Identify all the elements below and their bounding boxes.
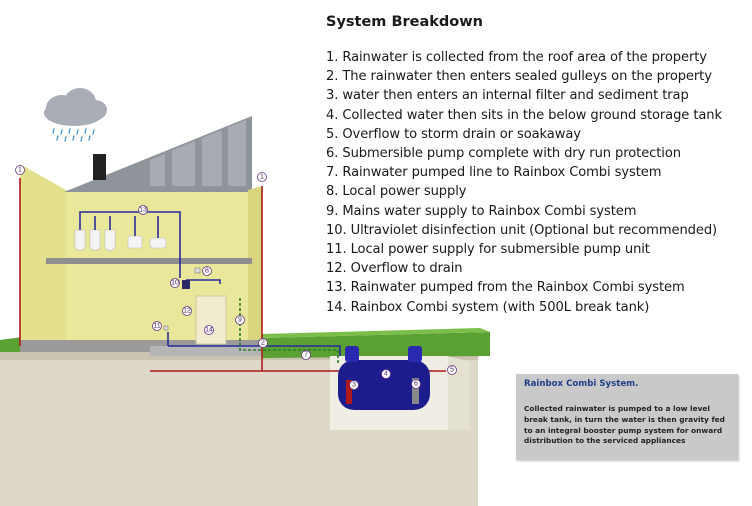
uv-unit (182, 280, 190, 289)
breakdown-item: 12. Overflow to drain (326, 259, 746, 278)
breakdown-item: 10. Ultraviolet disinfection unit (Optio… (326, 221, 746, 240)
callout-7: 7 (302, 351, 311, 360)
callout-1-left: 1 (16, 166, 25, 175)
breakdown-item: 1. Rainwater is collected from the roof … (326, 48, 746, 67)
roof-window-4 (228, 120, 246, 186)
breakdown-item: 4. Collected water then sits in the belo… (326, 106, 746, 125)
callout-label: 5 (450, 367, 454, 374)
callout-label: 4 (384, 371, 388, 378)
callout-14: 14 (205, 326, 214, 335)
info-box-body: Collected rainwater is pumped to a low l… (524, 404, 736, 447)
urinal-icon (75, 230, 115, 251)
callout-label: 8 (205, 268, 209, 275)
breakdown-item: 3. water then enters an internal filter … (326, 86, 746, 105)
breakdown-heading: System Breakdown (326, 14, 746, 30)
callout-9: 9 (236, 316, 245, 325)
rainbox-info-box: Rainbox Combi System. Collected rainwate… (516, 374, 738, 460)
system-breakdown: System Breakdown 1. Rainwater is collect… (326, 14, 746, 317)
callout-label: 2 (261, 340, 265, 347)
power-socket-small (164, 326, 168, 330)
callout-10: 10 (171, 279, 180, 288)
callout-label: 1 (260, 174, 264, 181)
breakdown-item: 11. Local power supply for submersible p… (326, 240, 746, 259)
callout-6: 6 (412, 380, 421, 389)
roof-window-3 (202, 130, 222, 186)
callout-label: 9 (238, 317, 242, 324)
callout-13: 13 (139, 206, 148, 215)
rainbox-combi-unit (196, 296, 226, 344)
callout-label: 3 (352, 382, 356, 389)
callout-5: 5 (448, 366, 457, 375)
house-left-wall (20, 164, 66, 346)
breakdown-item: 8. Local power supply (326, 182, 746, 201)
breakdown-item: 7. Rainwater pumped line to Rainbox Comb… (326, 163, 746, 182)
breakdown-item: 2. The rainwater then enters sealed gull… (326, 67, 746, 86)
callout-11: 11 (153, 322, 162, 331)
ground-floor-step (150, 346, 262, 356)
callout-label: 14 (205, 327, 213, 334)
callout-label: 10 (171, 280, 179, 287)
callout-label: 11 (153, 323, 160, 330)
callout-label: 1 (18, 167, 22, 174)
chimney-icon (93, 154, 106, 180)
callout-2: 2 (259, 339, 268, 348)
rain-cloud-icon (44, 88, 107, 141)
callout-3: 3 (350, 381, 359, 390)
power-socket (195, 268, 200, 273)
callout-12: 12 (183, 307, 192, 316)
breakdown-list: 1. Rainwater is collected from the roof … (326, 48, 746, 317)
callout-label: 13 (139, 207, 147, 214)
callout-8: 8 (203, 267, 212, 276)
breakdown-item: 14. Rainbox Combi system (with 500L brea… (326, 298, 746, 317)
upper-floor (46, 258, 252, 264)
breakdown-item: 13. Rainwater pumped from the Rainbox Co… (326, 278, 746, 297)
callout-label: 7 (304, 352, 308, 359)
callout-label: 12 (183, 308, 191, 315)
house-right-wall (248, 186, 262, 346)
breakdown-item: 6. Submersible pump complete with dry ru… (326, 144, 746, 163)
callout-4: 4 (382, 370, 391, 379)
breakdown-item: 9. Mains water supply to Rainbox Combi s… (326, 202, 746, 221)
callout-label: 6 (414, 381, 418, 388)
callout-1-right: 1 (258, 173, 267, 182)
info-box-title: Rainbox Combi System. (524, 379, 638, 389)
breakdown-item: 5. Overflow to storm drain or soakaway (326, 125, 746, 144)
